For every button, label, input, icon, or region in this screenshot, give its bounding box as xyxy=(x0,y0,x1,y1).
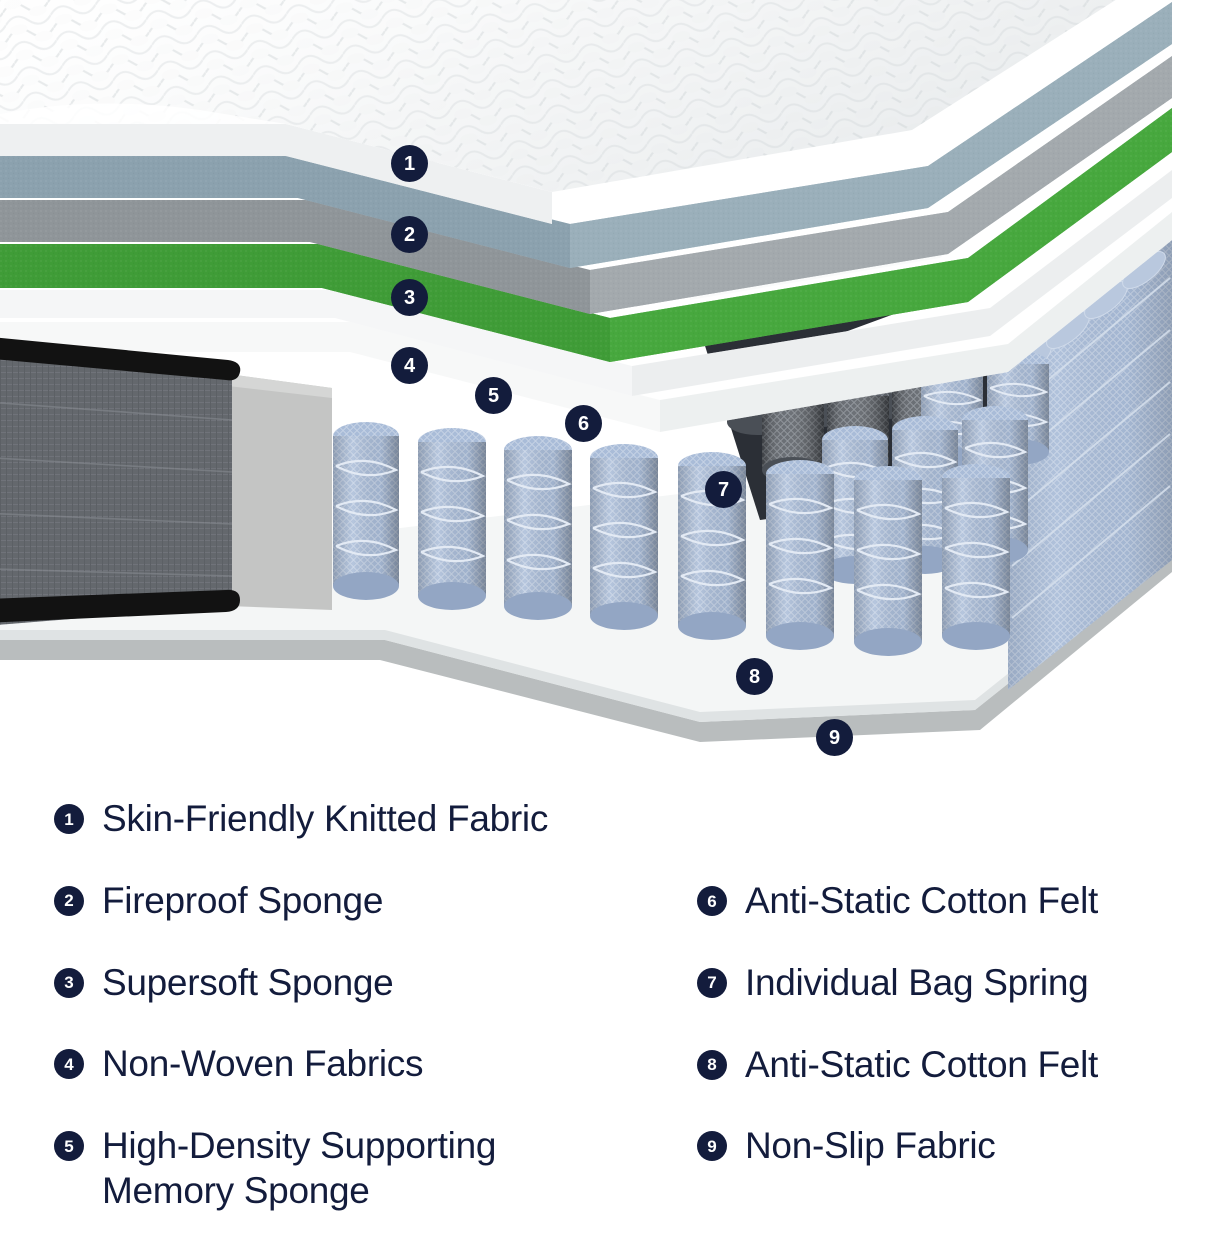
legend-badge-4: 4 xyxy=(54,1049,84,1080)
legend-label-4: Non-Woven Fabrics xyxy=(102,1043,424,1085)
legend-item-5[interactable]: 5 High-Density Supporting Memory Sponge xyxy=(54,1124,654,1214)
legend-item-6[interactable]: 6 Anti-Static Cotton Felt xyxy=(697,879,1214,924)
legend-badge-8: 8 xyxy=(697,1049,727,1080)
callout-4-non-woven-fabrics[interactable]: 4 xyxy=(391,347,428,384)
legend-badge-6: 6 xyxy=(697,886,727,916)
legend-item-8[interactable]: 8 Anti-Static Cotton Felt xyxy=(697,1043,1214,1088)
legend-right-spacer xyxy=(697,797,1214,879)
legend-column-left: 1 Skin-Friendly Knitted Fabric 2 Firepro… xyxy=(54,797,654,1251)
legend-label-7: Individual Bag Spring xyxy=(745,961,1089,1003)
spring-wall-right xyxy=(1008,240,1172,690)
layer-bag-spring xyxy=(333,240,1172,690)
layer-memory-sponge xyxy=(0,170,1172,396)
layer-legend: 1 Skin-Friendly Knitted Fabric 2 Firepro… xyxy=(0,775,1214,1214)
callout-1-knitted-fabric[interactable]: 1 xyxy=(391,145,428,182)
legend-item-2[interactable]: 2 Fireproof Sponge xyxy=(54,879,654,924)
layer-non-woven-fabrics xyxy=(0,108,1172,362)
mattress-cutaway-illustration: 1 2 3 4 5 6 7 8 9 xyxy=(0,0,1172,756)
legend-item-4[interactable]: 4 Non-Woven Fabrics xyxy=(54,1042,654,1087)
legend-badge-9: 9 xyxy=(697,1131,727,1162)
legend-column-right: 6 Anti-Static Cotton Felt 7 Individual B… xyxy=(697,797,1214,1206)
layer-supersoft-sponge xyxy=(0,56,1172,314)
callout-9-non-slip-fabric[interactable]: 9 xyxy=(816,719,853,756)
legend-badge-3: 3 xyxy=(54,967,84,998)
callout-3-supersoft-sponge[interactable]: 3 xyxy=(391,279,428,316)
layer-fireproof-sponge xyxy=(0,2,1172,268)
legend-label-8: Anti-Static Cotton Felt xyxy=(745,1043,1098,1085)
legend-label-1: Skin-Friendly Knitted Fabric xyxy=(102,798,549,839)
callout-6-cotton-felt-top[interactable]: 6 xyxy=(565,405,602,442)
layer-knitted-fabric xyxy=(0,0,1116,224)
legend-badge-2: 2 xyxy=(54,885,84,916)
callout-2-fireproof-sponge[interactable]: 2 xyxy=(391,216,428,253)
callout-5-memory-sponge[interactable]: 5 xyxy=(475,377,512,414)
legend-label-9: Non-Slip Fabric xyxy=(745,1125,996,1167)
legend-badge-1: 1 xyxy=(54,804,84,834)
spring-coils-main xyxy=(333,351,1049,656)
callout-7-bag-spring[interactable]: 7 xyxy=(705,471,742,508)
legend-item-9[interactable]: 9 Non-Slip Fabric xyxy=(697,1124,1214,1169)
legend-label-5: High-Density Supporting Memory Sponge xyxy=(102,1125,497,1211)
callout-8-cotton-felt-bottom[interactable]: 8 xyxy=(736,658,773,695)
legend-item-3[interactable]: 3 Supersoft Sponge xyxy=(54,961,654,1006)
legend-label-2: Fireproof Sponge xyxy=(102,879,384,921)
legend-badge-7: 7 xyxy=(697,967,727,998)
legend-label-3: Supersoft Sponge xyxy=(102,961,394,1003)
mattress-svg xyxy=(0,0,1172,742)
legend-badge-5: 5 xyxy=(54,1131,84,1162)
legend-item-1[interactable]: 1 Skin-Friendly Knitted Fabric xyxy=(54,797,654,842)
legend-label-6: Anti-Static Cotton Felt xyxy=(745,880,1098,921)
legend-item-7[interactable]: 7 Individual Bag Spring xyxy=(697,961,1214,1006)
mattress-side-panel xyxy=(0,337,332,625)
